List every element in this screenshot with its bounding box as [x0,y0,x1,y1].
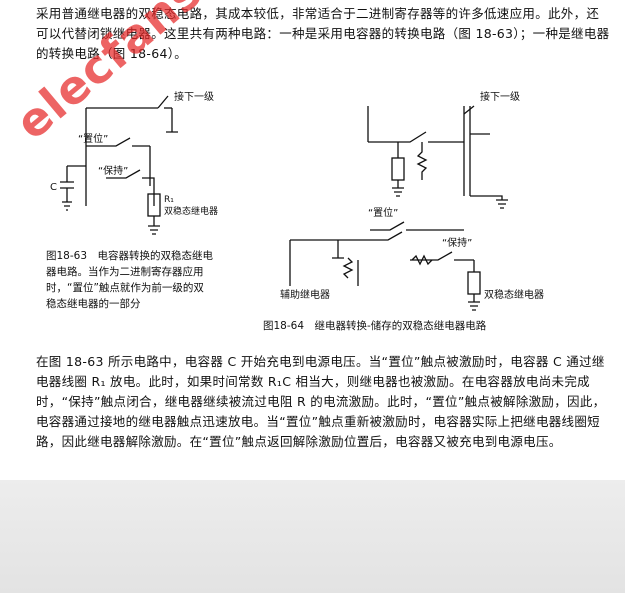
fig63-set-label: “置位” [78,132,108,145]
intro-paragraph: 采用普通继电器的双稳态电路，其成本较低，非常适合于二进制寄存器等的许多低速应用。… [36,6,610,61]
fig63-r1-label: R₁ [164,195,174,205]
figure-18-64-schematic: 接下一级 “置位” “保持” 辅助继电器 双稳态继电器 [280,90,544,311]
figure-18-63-caption: 图18-63 电容器转换的双稳态继电器电路。当作为二进制寄存器应用时，“置位”触… [46,250,214,310]
fig64-aux-relay-label: 辅助继电器 [280,288,330,301]
fig64-next-stage-label: 接下一级 [480,90,520,103]
fig63-next-stage-label: 接下一级 [174,90,214,103]
fig64-hold-label: “保持” [442,236,472,249]
page-bottom-band [0,480,625,593]
fig63-relay-label: 双稳态继电器 [164,205,218,217]
figure-18-63-schematic: 接下一级 “置位” “保持” C R₁ 双稳态继电器 [50,90,218,235]
fig63-hold-label: “保持” [98,164,128,177]
fig64-set-label: “置位” [368,206,398,219]
fig64-relay-label: 双稳态继电器 [484,288,544,301]
body-paragraph: 在图 18-63 所示电路中，电容器 C 开始充电到电源电压。当“置位”触点被激… [36,354,606,449]
fig63-capacitor-label: C [50,182,57,193]
figure-18-64-caption: 图18-64 继电器转换-储存的双稳态继电器电路 [263,320,487,332]
